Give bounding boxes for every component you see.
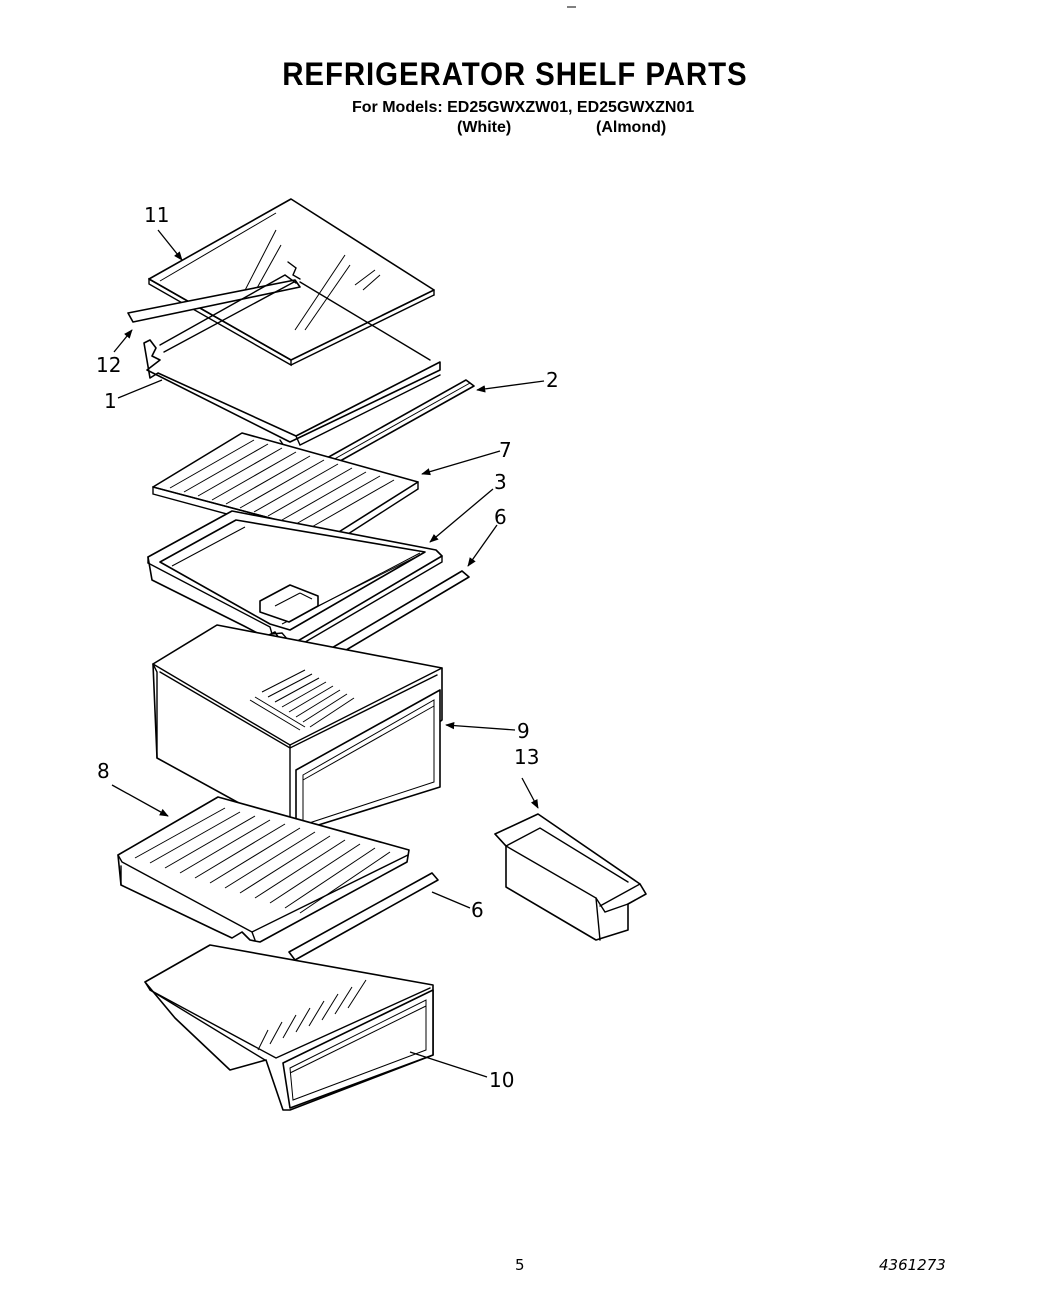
callout-6-lower: 6 — [471, 898, 484, 922]
variant-almond: (Almond) — [596, 119, 667, 136]
callout-10: 10 — [489, 1068, 514, 1092]
callout-leaders — [111, 229, 545, 1078]
part-9-crisper-drawer — [152, 624, 443, 834]
models-line: For Models: ED25GWXZW01, ED25GWXZN01 — [352, 99, 695, 116]
part-13-door-bin — [494, 813, 647, 941]
variant-white: (White) — [457, 119, 512, 136]
part-3-cover-frame — [147, 510, 443, 649]
page-number: 5 — [515, 1256, 525, 1274]
page-title: REFRIGERATOR SHELF PARTS — [281, 56, 748, 92]
part-8-lower-cover — [117, 796, 410, 943]
callout-3: 3 — [494, 470, 507, 494]
callout-13: 13 — [514, 745, 539, 769]
callout-8: 8 — [97, 759, 110, 783]
callout-11: 11 — [144, 203, 169, 227]
callout-9: 9 — [517, 719, 530, 743]
callout-numbers: 11 12 1 2 7 3 6 9 13 8 6 10 — [96, 203, 559, 1092]
callout-7: 7 — [499, 438, 512, 462]
part-10-deli-drawer — [144, 944, 434, 1111]
document-number: 4361273 — [879, 1256, 946, 1274]
callout-1: 1 — [104, 389, 117, 413]
callout-2: 2 — [546, 368, 559, 392]
callout-12: 12 — [96, 353, 121, 377]
part-6-lower-glide-rail — [288, 872, 439, 961]
callout-6-upper: 6 — [494, 505, 507, 529]
